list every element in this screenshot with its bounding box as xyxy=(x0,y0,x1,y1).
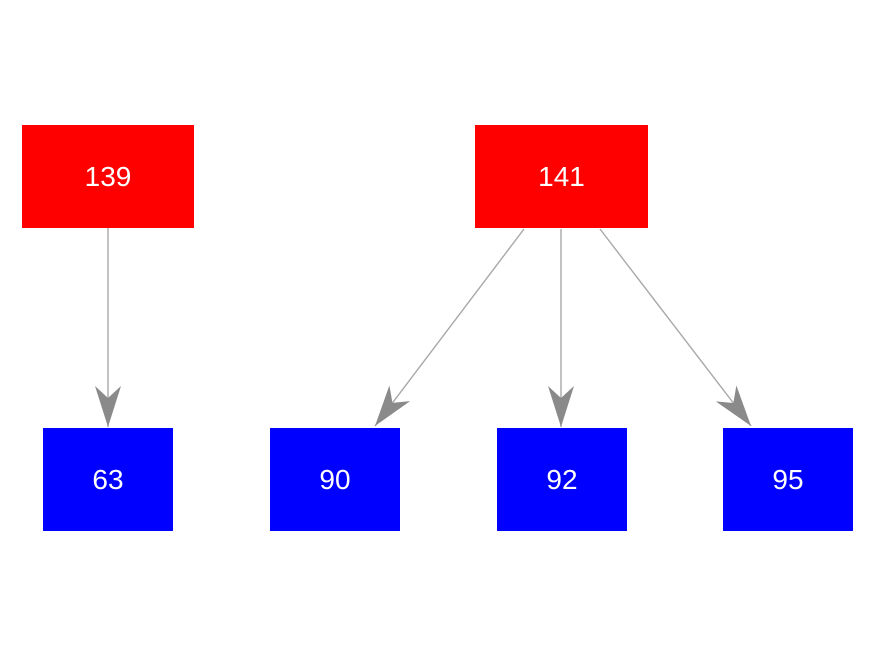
node-95: 95 xyxy=(723,428,853,531)
node-92-label: 92 xyxy=(546,463,578,495)
node-90-label: 90 xyxy=(319,463,351,495)
node-90: 90 xyxy=(270,428,400,531)
edge-141-95 xyxy=(599,228,752,427)
node-141: 141 xyxy=(475,125,648,228)
node-139-label: 139 xyxy=(84,160,132,192)
node-63-label: 63 xyxy=(92,463,124,495)
node-139: 139 xyxy=(22,125,194,228)
node-63: 63 xyxy=(43,428,173,531)
node-95-label: 95 xyxy=(772,463,804,495)
node-141-label: 141 xyxy=(538,160,585,192)
node-92: 92 xyxy=(497,428,627,531)
edge-141-90 xyxy=(374,228,525,427)
